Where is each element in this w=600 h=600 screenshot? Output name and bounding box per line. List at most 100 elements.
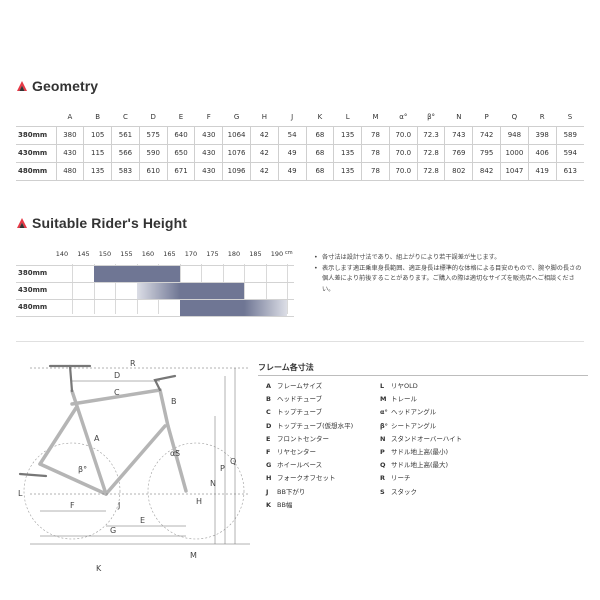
legend-key: β° <box>380 421 388 430</box>
section-divider <box>16 341 584 342</box>
geometry-cell: 480 <box>55 161 84 181</box>
geometry-cell: 406 <box>527 143 557 162</box>
rider-scale-tick: 185 <box>249 250 262 258</box>
legend-key: R <box>380 474 386 483</box>
brand-logo-icon <box>17 218 27 228</box>
diagram-dimension-label: M <box>190 551 197 560</box>
crank <box>18 472 48 478</box>
geometry-column-header: D <box>150 112 156 121</box>
geometry-cell: 68 <box>305 143 334 162</box>
geometry-cell: 49 <box>277 161 307 181</box>
legend-key: A <box>266 382 272 390</box>
legend-key: K <box>266 500 272 509</box>
rider-grid-line <box>287 264 288 314</box>
geometry-column-header: N <box>456 112 462 121</box>
geometry-cell: 650 <box>166 143 195 162</box>
rider-scale-tick: 145 <box>77 250 90 258</box>
legend-label: フレームサイズ <box>277 382 323 390</box>
rider-scale-tick: 160 <box>141 250 155 258</box>
legend-label: BB下がり <box>277 487 306 496</box>
geometry-cell: 948 <box>500 125 529 144</box>
geometry-cell: 430 <box>194 125 223 144</box>
geometry-cell: 671 <box>166 161 195 181</box>
rider-size-label: 430mm <box>18 286 48 294</box>
geometry-cell: 795 <box>472 143 501 162</box>
note-item: 各寸法は設計寸法であり、組上がりにより若干誤差が生じます。 <box>314 253 586 264</box>
legend-key: P <box>380 448 385 457</box>
diagram-dimension-label: R <box>130 359 136 368</box>
geometry-column-header: J <box>291 112 294 121</box>
legend-key: J <box>266 487 269 496</box>
legend-label: リーチ <box>391 474 411 483</box>
geometry-column-header: E <box>178 112 184 121</box>
diagram-dimension-label: F <box>70 501 75 510</box>
geometry-cell: 135 <box>83 161 112 181</box>
rider-height-row: 380mm <box>16 265 294 282</box>
legend-item: A フレームサイズ <box>266 380 353 393</box>
rider-height-title: Suitable Rider's Height <box>32 215 187 231</box>
diagram-dimension-label: α° <box>170 449 179 458</box>
down-tube <box>104 424 167 496</box>
geometry-column-header: G <box>233 112 240 121</box>
geometry-cell: 42 <box>249 125 279 144</box>
legend-key: α° <box>380 408 388 417</box>
rider-height-range-bar <box>179 300 287 316</box>
legend-label: ヘッドアングル <box>391 408 437 417</box>
geometry-cell: 68 <box>305 161 334 181</box>
geometry-cell: 575 <box>138 125 168 144</box>
geometry-column-header: H <box>261 112 267 121</box>
legend-key: B <box>266 395 271 404</box>
rider-grid-line <box>115 264 116 314</box>
geometry-cell: 1096 <box>222 161 251 181</box>
diagram-dimension-label: H <box>196 497 202 506</box>
rider-scale-tick: 190 <box>270 250 284 258</box>
front-wheel-outline <box>147 442 245 540</box>
rider-scale-tick: 165 <box>163 250 176 258</box>
geometry-cell: 42 <box>249 143 279 162</box>
legend-key: D <box>266 421 272 430</box>
geometry-cell: 78 <box>361 161 390 181</box>
geometry-heading: Geometry <box>16 78 98 94</box>
diagram-dimension-label: S <box>175 449 180 458</box>
rider-grid-line <box>244 264 245 314</box>
geometry-cell: 583 <box>111 161 140 181</box>
frame-tubes <box>38 388 188 496</box>
legend-item: β°シートアングル <box>380 420 462 433</box>
geometry-column-header: β° <box>427 112 436 121</box>
rider-height-row: 430mm <box>16 282 294 299</box>
geometry-column-header: R <box>539 112 545 121</box>
geometry-cell: 72.8 <box>416 161 445 181</box>
diagram-dimension-label: A <box>94 434 100 443</box>
legend-label: シートアングル <box>391 421 437 430</box>
legend-key: L <box>380 382 385 390</box>
geometry-cell: 72.3 <box>416 125 445 144</box>
legend-item: B ヘッドチューブ <box>266 393 353 406</box>
size-notes: 各寸法は設計寸法であり、組上がりにより若干誤差が生じます。表示します適正乗車身長… <box>314 253 586 295</box>
geometry-cell: 590 <box>138 143 168 162</box>
geometry-column-header: Q <box>511 112 518 121</box>
chain-stay <box>38 462 108 496</box>
geometry-size-label: 480mm <box>16 161 56 181</box>
diagram-dimension-label: Q <box>230 457 236 466</box>
legend-label: ヘッドチューブ <box>277 395 323 404</box>
legend-label: BB幅 <box>277 500 293 509</box>
stem-handlebar <box>153 374 177 392</box>
legend-key: G <box>266 461 272 470</box>
rider-height-range-bar <box>93 266 180 282</box>
geometry-column-header: S <box>567 112 573 121</box>
rider-scale-tick: 170 <box>184 250 198 258</box>
rider-height-range-bar <box>136 283 244 299</box>
legend-key: S <box>380 487 385 496</box>
seat-tube <box>70 389 108 496</box>
geometry-column-header: F <box>206 112 211 121</box>
diagram-dimension-label: N <box>210 479 216 488</box>
geometry-cell: 640 <box>166 125 195 144</box>
rear-wheel-outline <box>23 442 121 540</box>
legend-key: E <box>266 434 271 443</box>
